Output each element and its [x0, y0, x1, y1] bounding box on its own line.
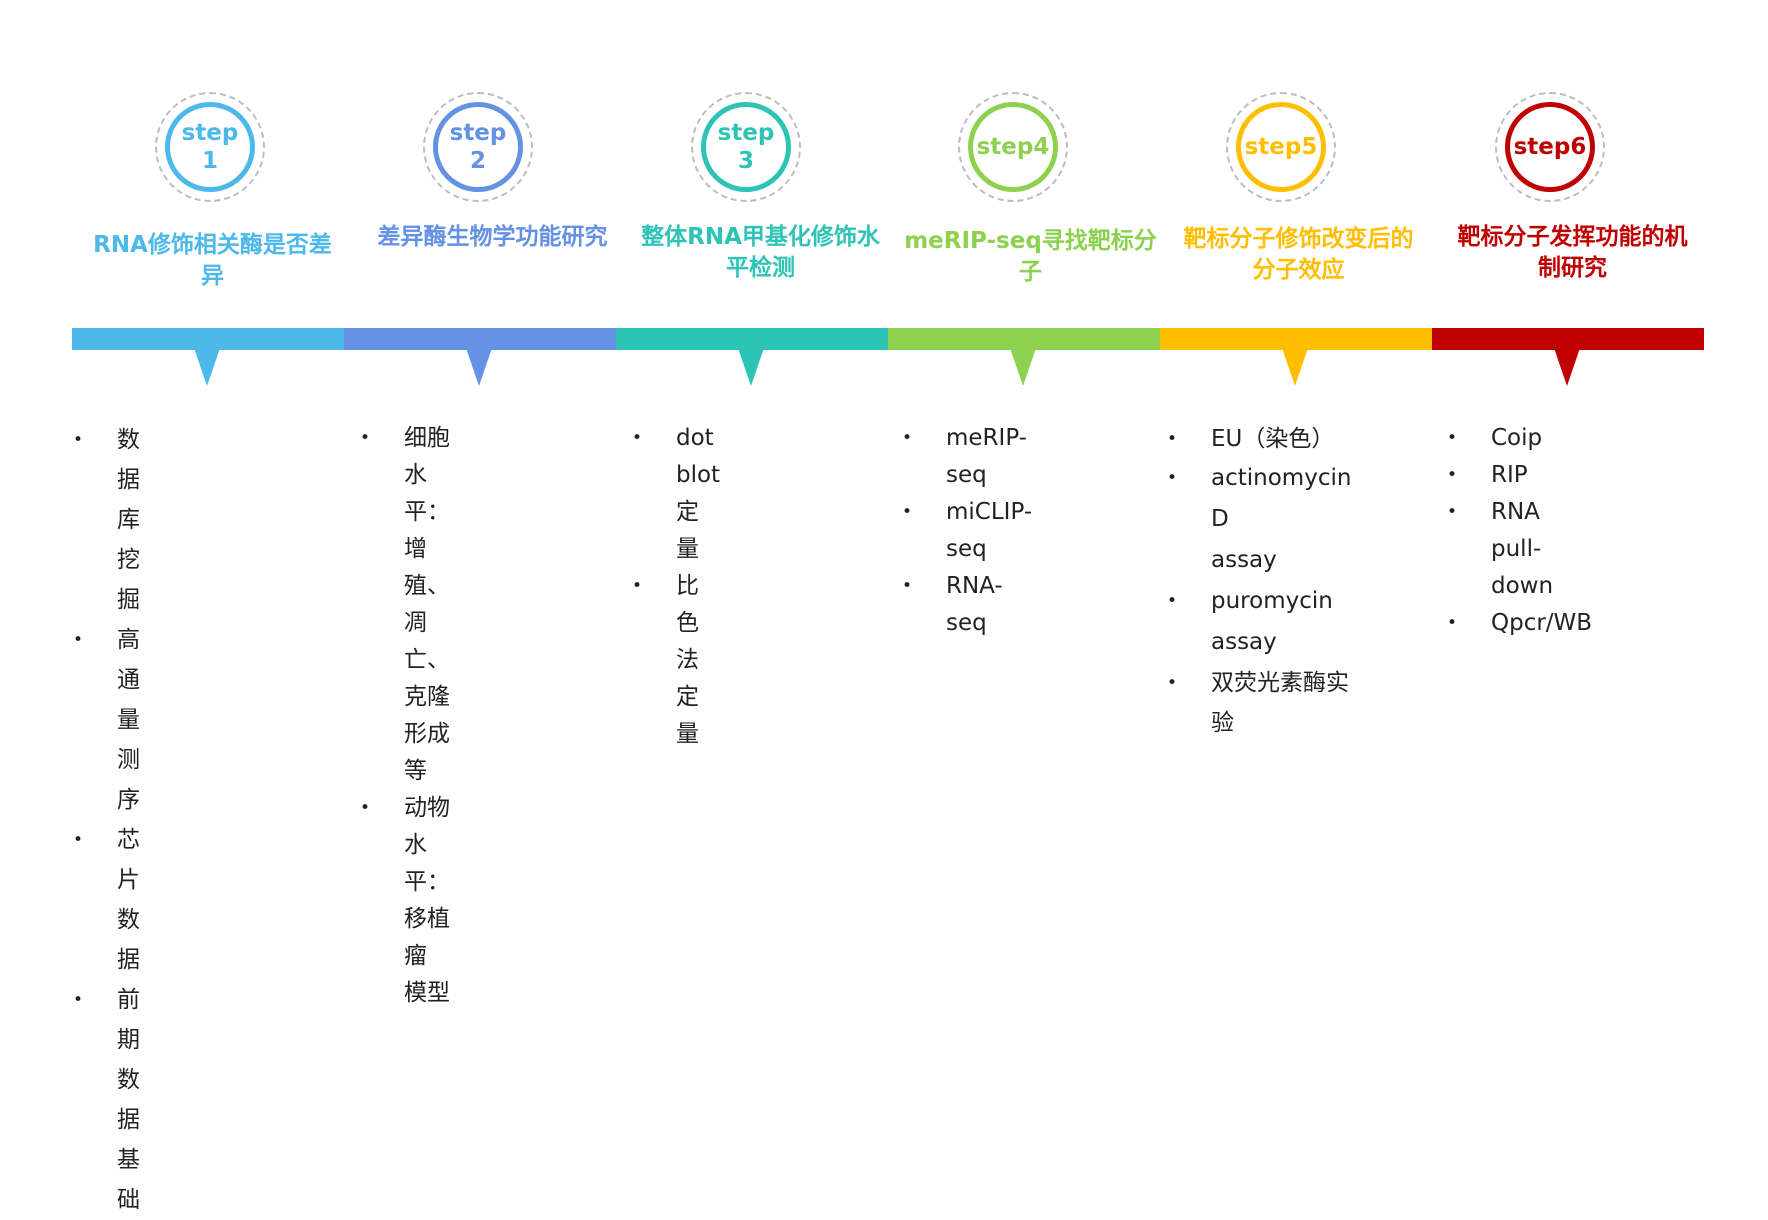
- step-6-badge-label: step6: [1505, 102, 1595, 192]
- step-3-list: dot blot定量 比色法定量: [632, 420, 720, 753]
- step-4-list: meRIP-seq miCLIP-seq RNA-seq: [902, 420, 1032, 642]
- list-item: meRIP-seq: [902, 420, 1032, 494]
- list-item: puromycin assay: [1167, 581, 1351, 663]
- step-6-pointer: [1554, 348, 1580, 386]
- list-item: 前期数据基础: [73, 980, 140, 1220]
- step-4-badge: step4: [958, 92, 1068, 202]
- list-item: RNA-seq: [902, 568, 1032, 642]
- step-5-badge-label: step5: [1236, 102, 1326, 192]
- list-item: dot blot定量: [632, 420, 720, 568]
- list-item: 双荧光素酶实验: [1167, 663, 1351, 743]
- step-2-pointer: [466, 348, 492, 386]
- step-2-bar-segment: [344, 328, 616, 350]
- list-item: miCLIP-seq: [902, 494, 1032, 568]
- step-1-badge-label: step 1: [165, 102, 255, 192]
- step-4-pointer: [1010, 348, 1036, 386]
- step-4-bar-segment: [888, 328, 1160, 350]
- step-5-badge: step5: [1226, 92, 1336, 202]
- step-4-badge-label: step4: [968, 102, 1058, 192]
- list-item: RNA pull-down: [1447, 494, 1592, 605]
- step-1-list: 数据库挖掘 高通量测序 芯片数据 前期数据基础: [73, 420, 140, 1220]
- step-5-list: EU（染色） actinomycin D assay puromycin ass…: [1167, 420, 1352, 743]
- step-3-title: 整体RNA甲基化修饰水 平检测: [641, 224, 880, 282]
- list-item: 数据库挖掘: [73, 420, 140, 620]
- list-item: 比色法定量: [632, 568, 720, 753]
- step-6-badge: step6: [1495, 92, 1605, 202]
- step-1-badge: step 1: [155, 92, 265, 202]
- step-2-badge-label: step 2: [433, 102, 523, 192]
- step-5-pointer: [1282, 348, 1308, 386]
- step-3-badge-label: step 3: [701, 102, 791, 192]
- step-2-badge: step 2: [423, 92, 533, 202]
- list-item: 细胞水平：增殖、 凋亡、克隆形成等: [360, 420, 450, 790]
- step-3-pointer: [738, 348, 764, 386]
- list-item: Coip: [1447, 420, 1592, 457]
- list-item: 芯片数据: [73, 820, 140, 980]
- step-5-bar-segment: [1160, 328, 1432, 350]
- list-item: EU（染色）: [1167, 420, 1351, 458]
- step-6-bar-segment: [1432, 328, 1704, 350]
- step-3-bar-segment: [616, 328, 888, 350]
- step-1-bar-segment: [72, 328, 344, 350]
- step-1-title: RNA修饰相关酶是否差 异: [93, 232, 332, 290]
- list-item: actinomycin D assay: [1167, 458, 1352, 581]
- step-2-list: 细胞水平：增殖、 凋亡、克隆形成等 动物水平：移植瘤 模型: [360, 420, 450, 1012]
- step-6-list: Coip RIP RNA pull-down Qpcr/WB: [1447, 420, 1592, 642]
- step-3-badge: step 3: [691, 92, 801, 202]
- list-item: RIP: [1447, 457, 1592, 494]
- step-4-title: meRIP-seq寻找靶标分 子: [904, 228, 1157, 286]
- step-6-title: 靶标分子发挥功能的机 制研究: [1457, 224, 1688, 282]
- list-item: Qpcr/WB: [1447, 605, 1592, 642]
- step-1-pointer: [194, 348, 220, 386]
- step-5-title: 靶标分子修饰改变后的 分子效应: [1183, 226, 1414, 284]
- list-item: 动物水平：移植瘤 模型: [360, 790, 450, 1012]
- step-2-title: 差异酶生物学功能研究: [377, 224, 608, 250]
- list-item: 高通量测序: [73, 620, 140, 820]
